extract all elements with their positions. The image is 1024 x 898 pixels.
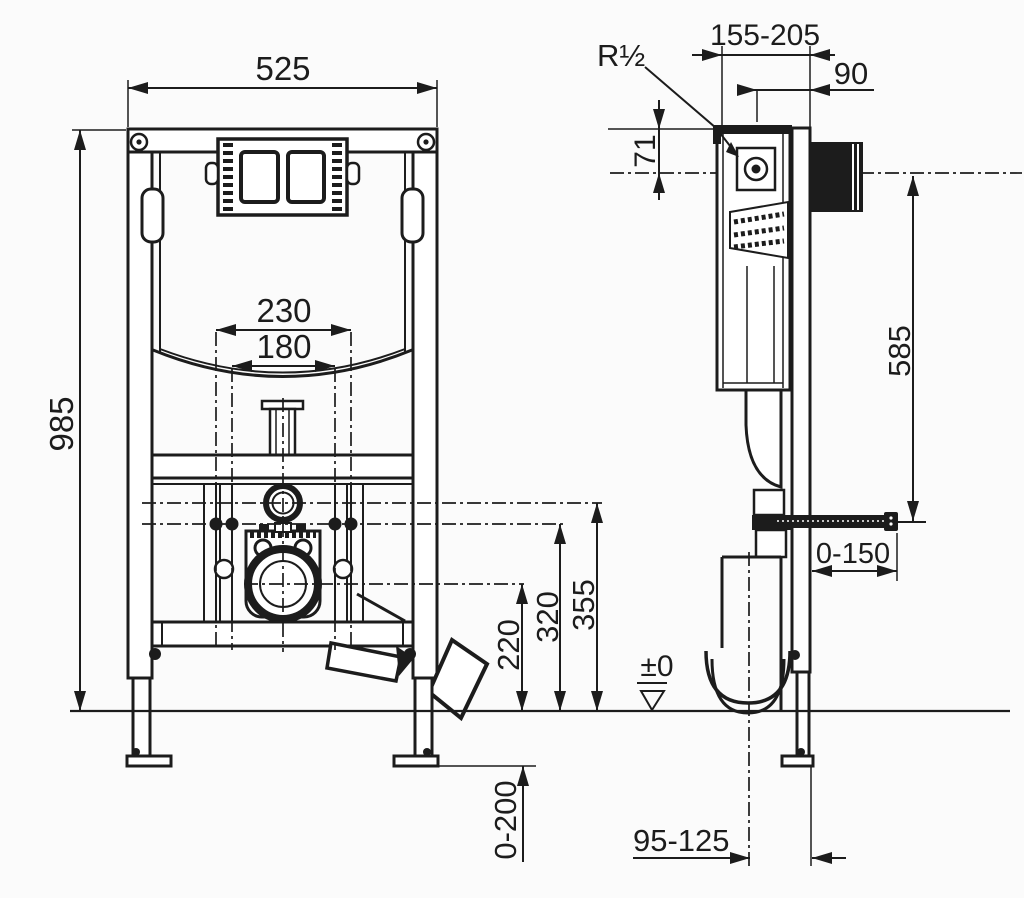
adjustable-feet <box>125 676 440 768</box>
cistern-side <box>713 125 792 392</box>
flush-button-left <box>239 150 280 204</box>
flush-bend-side <box>744 388 793 559</box>
level-triangle-icon <box>639 690 666 712</box>
dim-spacing-outer: 230 <box>216 292 351 336</box>
dim-label-320: 320 <box>530 591 565 643</box>
dim-label-pm0: ±0 <box>640 650 673 683</box>
waste-pipe-angled <box>325 592 490 722</box>
mounting-frame-side <box>780 126 815 768</box>
dim-depth-range: 155-205 <box>692 19 835 128</box>
dim-front-width: 525 <box>127 50 438 127</box>
side-view <box>610 125 1022 768</box>
dim-label-985: 985 <box>43 396 80 451</box>
dim-spacing-inner: 180 <box>232 328 335 372</box>
dim-fixing-height: 320 <box>530 524 566 711</box>
dim-label-155-205: 155-205 <box>710 19 820 52</box>
dim-leg-range: 0-200 <box>438 765 536 862</box>
cistern-front <box>140 152 425 378</box>
flush-button-right <box>286 150 326 204</box>
side-clip-left <box>140 187 165 244</box>
dim-label-585: 585 <box>882 325 917 377</box>
threaded-rod <box>777 512 898 531</box>
dim-label-95-125: 95-125 <box>633 823 730 858</box>
dim-label-525: 525 <box>255 50 310 87</box>
dim-label-355: 355 <box>566 579 601 631</box>
flush-plate <box>204 137 361 217</box>
dim-label-220: 220 <box>491 619 526 671</box>
centerlines <box>142 332 750 866</box>
dim-inlet-drop: 71 <box>608 100 718 200</box>
dim-label-90: 90 <box>834 56 868 91</box>
dim-front-height: 985 <box>43 129 126 711</box>
flush-housing-box <box>810 142 863 212</box>
dim-floor-level: ±0 <box>637 650 674 712</box>
dim-label-230: 230 <box>256 292 311 329</box>
dim-label-180: 180 <box>256 328 311 365</box>
dim-thread-callout: R½ <box>597 38 739 157</box>
pipe-seal <box>396 646 414 676</box>
dim-supply-height: 355 <box>566 503 603 711</box>
waste-elbow-side <box>704 555 792 715</box>
pipe-sleeve <box>426 636 490 722</box>
dim-label-0-150: 0-150 <box>816 538 890 570</box>
dim-outlet-range: 95-125 <box>633 766 846 866</box>
dim-label-71: 71 <box>629 134 662 167</box>
dim-rod-height: 585 <box>882 176 926 523</box>
dim-outlet-height: 220 <box>491 584 528 711</box>
dim-rod-range: 0-150 <box>812 533 898 581</box>
dimensions: 525 985 230 180 355 <box>43 19 926 866</box>
dim-offset-90: 90 <box>737 56 874 122</box>
dim-label-0-200: 0-200 <box>488 780 523 859</box>
dim-label-R12: R½ <box>597 38 645 73</box>
side-clip-right <box>400 187 425 244</box>
front-view <box>125 127 490 768</box>
